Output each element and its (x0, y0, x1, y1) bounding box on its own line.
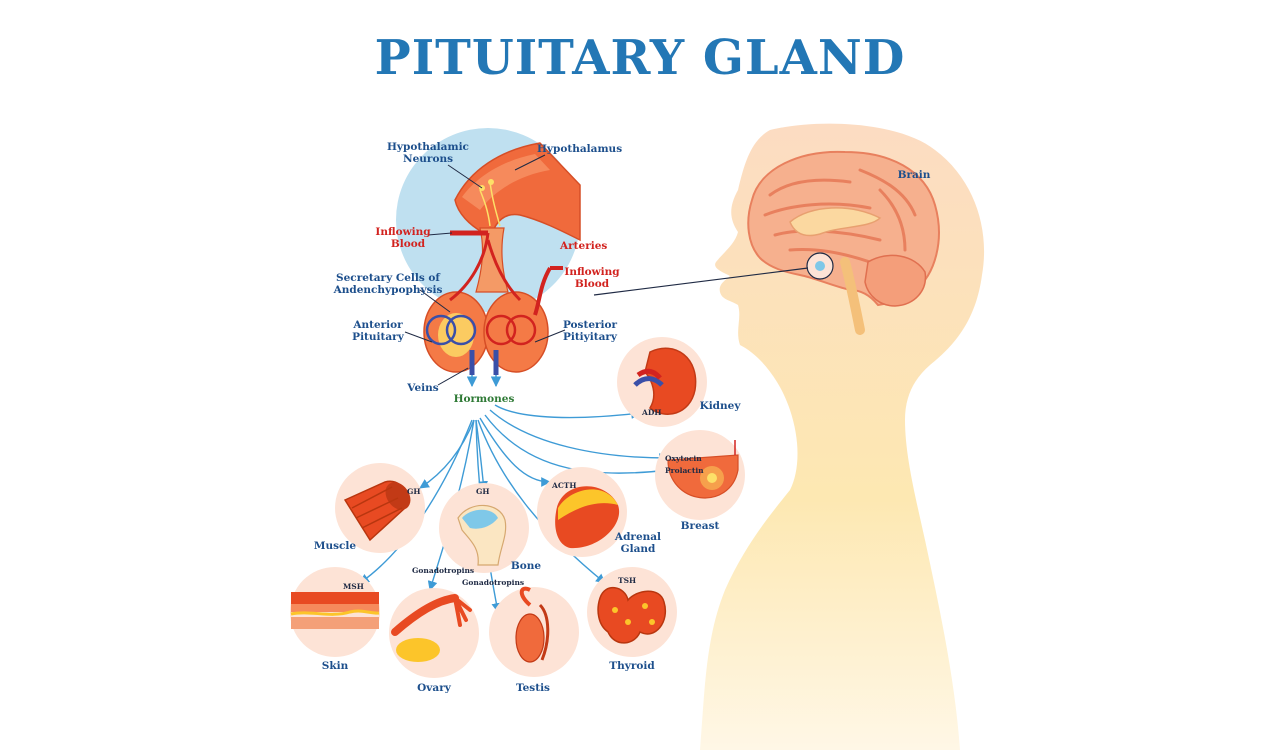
testis-icon (515, 586, 550, 663)
label-ovary: Ovary (417, 682, 452, 694)
label-arteries: Arteries (559, 240, 607, 252)
bone-icon (457, 504, 507, 566)
label-anterior-pituitary-1: Anterior (352, 319, 403, 331)
breast-icon (667, 440, 739, 499)
label-hypothalamus: Hypothalamus (537, 143, 622, 155)
label-testis: Testis (516, 682, 550, 694)
adrenal-gland-icon (555, 486, 620, 549)
testis-target (489, 586, 579, 677)
organ-label-group: Kidney Breast Adrenal Gland Muscle Bone … (314, 400, 741, 694)
label-inflowing-blood-right-2: Blood (575, 278, 610, 290)
ovary-target (389, 588, 479, 678)
label-hypothalamic-neurons-2: Neurons (403, 153, 453, 165)
muscle-target (335, 463, 425, 553)
kidney-icon (633, 347, 697, 415)
hormone-gonadotropins-testis: Gonadotropins (462, 578, 524, 587)
hormone-arrows (359, 404, 669, 613)
label-thyroid: Thyroid (609, 660, 655, 672)
label-veins: Veins (406, 382, 438, 394)
label-adrenal-2: Gland (621, 543, 656, 555)
breast-target (655, 430, 745, 520)
bone-target (439, 483, 529, 573)
hormone-tsh: TSH (618, 576, 636, 585)
label-inflowing-blood-right-1: Inflowing (564, 266, 620, 278)
label-secretory-cells-2: Andenchypophysis (333, 284, 443, 296)
label-hormones: Hormones (454, 393, 515, 405)
label-brain: Brain (898, 169, 931, 181)
kidney-target (617, 337, 707, 427)
hormone-acth: ACTH (551, 481, 576, 490)
hormone-oxytocin: Oxytocin (665, 454, 702, 463)
label-anterior-pituitary-2: Pituitary (352, 331, 405, 343)
label-posterior-pituitary-1: Posterior (563, 319, 618, 331)
hormone-gonadotropins-ovary: Gonadotropins (412, 566, 474, 575)
leader-lines (404, 154, 566, 386)
label-bone: Bone (511, 560, 542, 572)
label-adrenal-1: Adrenal (614, 531, 661, 543)
hormone-prolactin: Prolactin (665, 466, 704, 475)
hormone-label-group: ADH Oxytocin Prolactin ACTH GH GH MSH Go… (343, 408, 704, 591)
thyroid-icon (597, 587, 667, 644)
label-inflowing-blood-left-1: Inflowing (375, 226, 431, 238)
hormone-msh: MSH (343, 582, 364, 591)
label-hypothalamic-neurons-1: Hypothalamic (387, 141, 469, 153)
adrenal-target (537, 467, 627, 557)
label-secretory-cells-1: Secretary Cells of (336, 272, 441, 284)
gland-label-group: Hypothalamic Neurons Hypothalamus Inflow… (333, 141, 931, 405)
skin-target (290, 567, 380, 657)
label-muscle: Muscle (314, 540, 357, 552)
label-skin: Skin (322, 660, 349, 672)
thyroid-target (587, 567, 677, 657)
gland-closeup (396, 128, 581, 388)
hormone-adh: ADH (641, 408, 661, 417)
hormone-gh-bone: GH (476, 487, 490, 496)
label-inflowing-blood-left-2: Blood (391, 238, 426, 250)
muscle-icon (343, 480, 411, 542)
page-title: PITUITARY GLAND (374, 30, 906, 86)
hormone-gh-muscle: GH (407, 487, 421, 496)
label-breast: Breast (681, 520, 720, 532)
skin-icon (290, 592, 380, 629)
label-posterior-pituitary-2: Pitiyitary (563, 331, 618, 343)
ovary-icon (391, 594, 472, 662)
label-kidney: Kidney (700, 400, 742, 412)
brain-illustration (747, 150, 940, 335)
